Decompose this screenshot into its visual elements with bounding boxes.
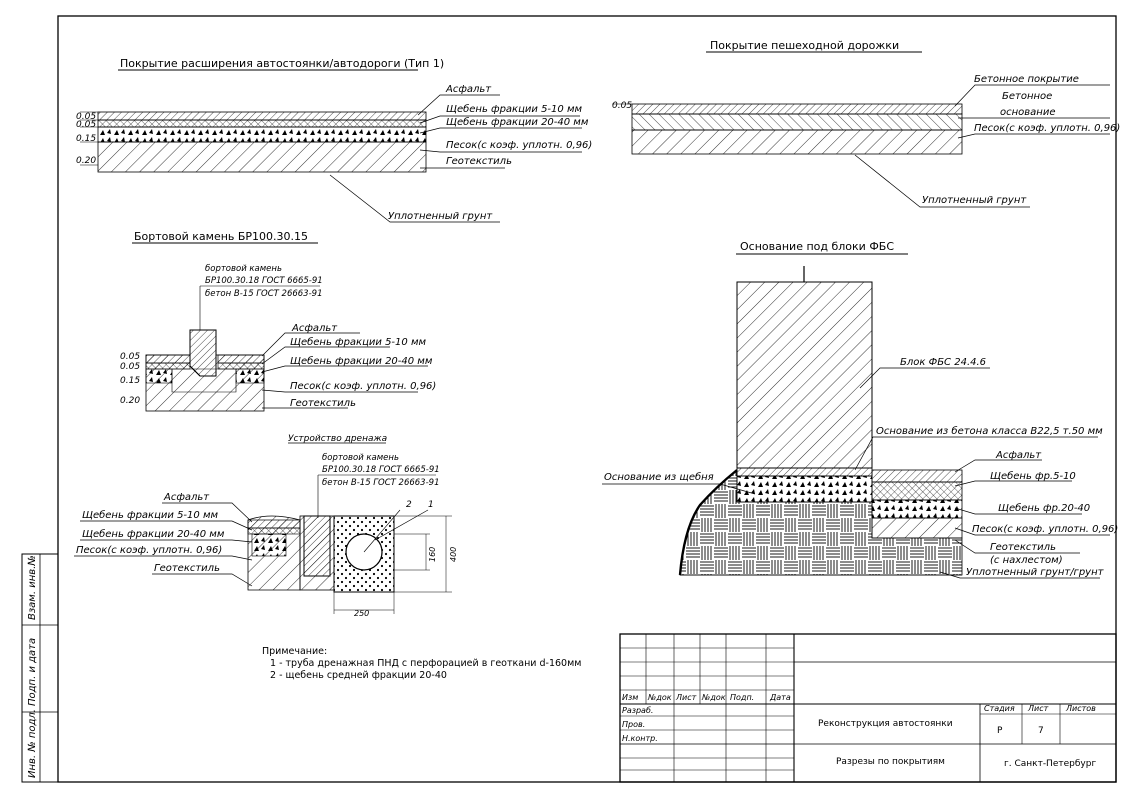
fbs-layer: Щебень фр.20-40 (998, 502, 1090, 514)
drain-mark: 2 (406, 500, 412, 510)
walk-layer: Бетонное (1002, 91, 1052, 102)
drain-title: Устройство дренажа (288, 434, 387, 444)
walk-layer: Песок(с коэф. уплотн. 0,96) (974, 123, 1120, 134)
drain-section: Устройство дренажа бортовой камень БР100… (74, 434, 458, 618)
drain-note: БР100.30.18 ГОСТ 6665-91 (322, 465, 440, 475)
curb-title: Бортовой камень БР100.30.15 (134, 230, 308, 243)
road-layer: Геотекстиль (446, 156, 512, 167)
curb-layer: Асфальт (291, 323, 338, 334)
stamp-col: Изм (622, 693, 638, 702)
stamp-row: Н.контр. (622, 734, 658, 743)
title-block-text: Изм №док Лист №док Подп. Дата Разраб. Пр… (622, 693, 1096, 769)
drain-layer: Асфальт (163, 492, 210, 503)
stamp-col: Дата (769, 693, 791, 702)
drain-layer: Щебень фракции 5-10 мм (82, 509, 218, 521)
fbs-layer: Геотекстиль (990, 542, 1056, 553)
curb-dim: 0.05 (120, 362, 140, 372)
stamp-col: №док (701, 693, 726, 702)
notes-block: Примечание: 1 - труба дренажная ПНД с пе… (262, 646, 581, 681)
stamp-project: Реконструкция автостоянки (818, 719, 953, 729)
road-dim: 0.15 (76, 134, 96, 144)
drain-dim: 250 (354, 609, 369, 618)
road-section: Покрытие расширения автостоянки/автодоро… (76, 57, 592, 223)
walk-layer: Бетонное покрытие (974, 74, 1079, 85)
stamp-stage-header: Стадия (984, 704, 1015, 713)
side-stamp: Взам. инв.№ Подп. и дата Инв. № подл. (21, 553, 59, 783)
curb-layer: Песок(с коэф. уплотн. 0,96) (290, 381, 436, 392)
curb-layer: Щебень фракции 5-10 мм (290, 336, 426, 348)
curb-dim: 0.15 (120, 376, 140, 386)
notes-title: Примечание: (262, 646, 327, 657)
road-layer: Щебень фракции 5-10 мм (446, 103, 582, 115)
side-label: Подп. и дата (27, 638, 38, 706)
stamp-lists-header: Листов (1065, 704, 1096, 713)
notes-item: 2 - щебень средней фракции 20-40 (270, 670, 447, 681)
fbs-layer: Уплотненный грунт/грунт (966, 567, 1105, 578)
fbs-block-label: Блок ФБС 24.4.6 (900, 357, 986, 368)
walk-layer: основание (1000, 107, 1055, 118)
drain-dim: 160 (428, 547, 437, 562)
curb-layer: Геотекстиль (290, 398, 356, 409)
curb-note: бортовой камень (205, 264, 282, 274)
stamp-sheet: Разрезы по покрытиям (836, 757, 945, 767)
stamp-col: Лист (675, 693, 697, 702)
title-block (619, 633, 1117, 783)
curb-section: Бортовой камень БР100.30.15 бортовой кам… (120, 230, 436, 412)
walk-section: Покрытие пешеходной дорожки 0.05 Бетонно… (612, 39, 1120, 208)
drain-dim: 400 (449, 547, 458, 562)
stamp-row: Пров. (622, 720, 645, 729)
fbs-layer: (с нахлестом) (990, 555, 1063, 566)
fbs-gravel-label: Основание из щебня (604, 471, 714, 483)
stamp-col: №док (647, 693, 672, 702)
side-label: Взам. инв.№ (27, 555, 38, 620)
drain-layer: Щебень фракции 20-40 мм (82, 528, 225, 540)
drain-layer: Геотекстиль (154, 563, 220, 574)
stamp-list: 7 (1038, 726, 1044, 736)
stamp-stage: Р (997, 726, 1003, 736)
fbs-layer: Щебень фр.5-10 (990, 470, 1076, 482)
road-dim: 0.05 (76, 112, 96, 122)
notes-item: 1 - труба дренажная ПНД с перфорацией в … (270, 658, 581, 669)
stamp-col: Подп. (730, 693, 754, 702)
road-layer: Щебень фракции 20-40 мм (446, 116, 589, 128)
road-ground: Уплотненный грунт (388, 211, 493, 222)
curb-note: БР100.30.18 ГОСТ 6665-91 (205, 276, 323, 286)
curb-note: бетон В-15 ГОСТ 26663-91 (205, 289, 322, 299)
walk-title: Покрытие пешеходной дорожки (710, 39, 899, 52)
road-dim: 0.20 (76, 156, 96, 166)
walk-ground: Уплотненный грунт (922, 195, 1027, 206)
side-label: Инв. № подл. (27, 709, 38, 778)
fbs-title: Основание под блоки ФБС (740, 240, 894, 253)
drain-layer: Песок(с коэф. уплотн. 0,96) (76, 545, 222, 556)
curb-dim: 0.05 (120, 352, 140, 362)
stamp-city: г. Санкт-Петербург (1004, 759, 1096, 769)
drain-mark: 1 (428, 500, 434, 510)
fbs-layer: Асфальт (995, 450, 1042, 461)
curb-dim: 0.20 (120, 396, 140, 406)
drain-note: бортовой камень (322, 453, 399, 463)
walk-dim: 0.05 (612, 101, 632, 111)
stamp-list-header: Лист (1027, 704, 1049, 713)
fbs-base-label: Основание из бетона класса В22,5 т.50 мм (876, 425, 1103, 437)
sheet-frame (57, 15, 1117, 783)
road-dim: 0.05 (76, 120, 96, 130)
road-title: Покрытие расширения автостоянки/автодоро… (120, 57, 444, 70)
stamp-row: Разраб. (622, 706, 653, 715)
road-layer: Асфальт (445, 84, 492, 95)
fbs-section: Основание под блоки ФБС Блок ФБС 24.4.6 … (602, 240, 1118, 579)
drain-note: бетон В-15 ГОСТ 26663-91 (322, 478, 439, 488)
fbs-layer: Песок(с коэф. уплотн. 0,96) (972, 524, 1118, 535)
curb-layer: Щебень фракции 20-40 мм (290, 355, 433, 367)
road-layer: Песок(с коэф. уплотн. 0,96) (446, 140, 592, 151)
